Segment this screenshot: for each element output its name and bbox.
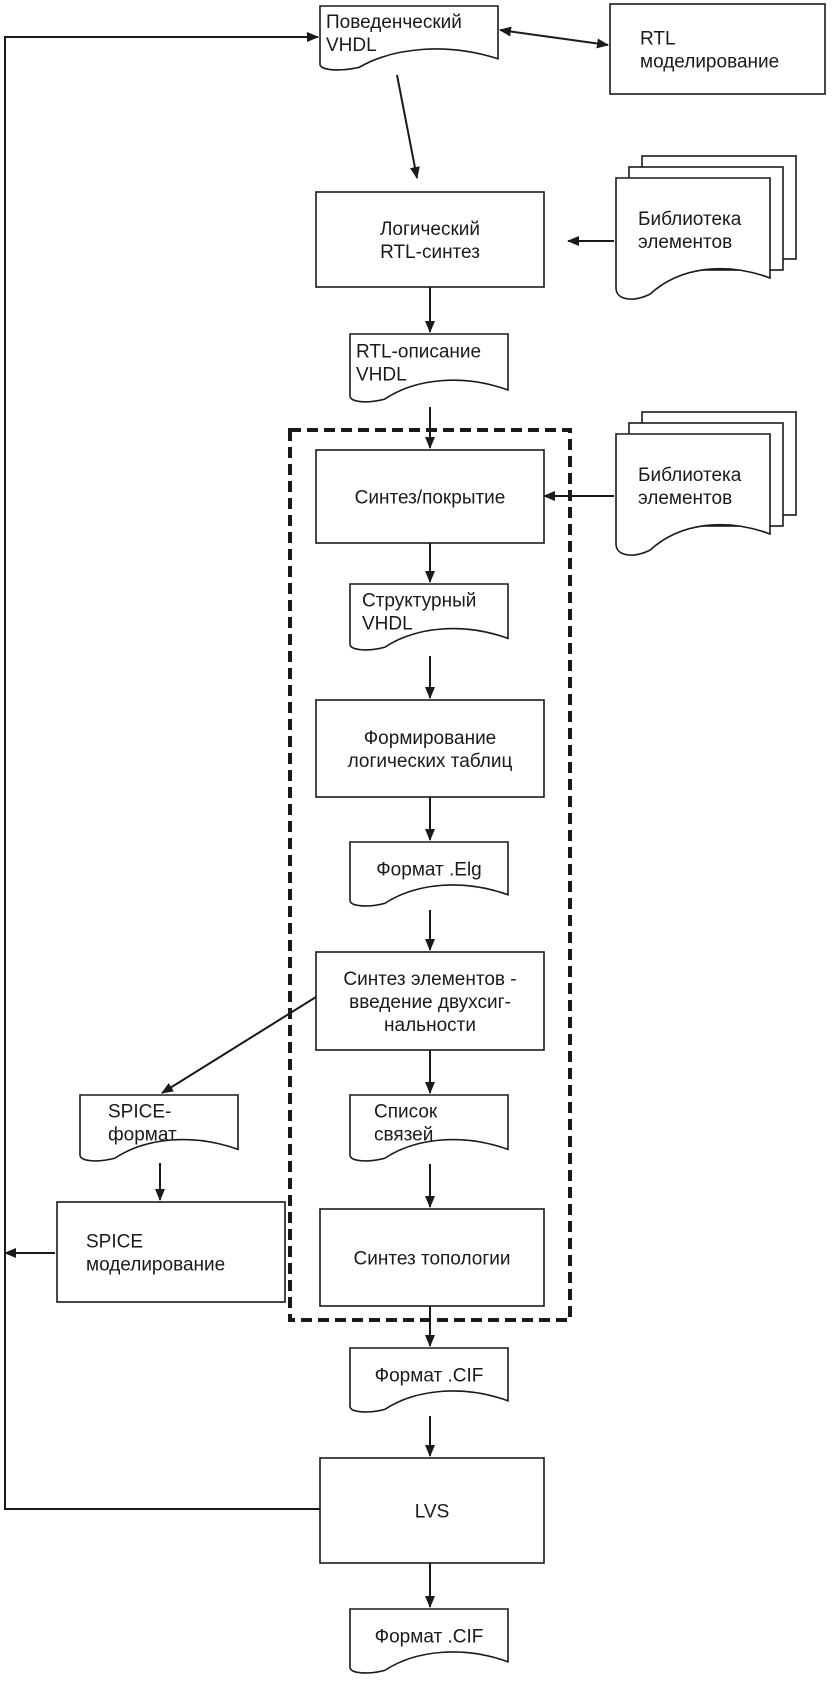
- document-shape: [349, 1347, 509, 1413]
- node-label-line: Поведенческий: [326, 12, 462, 33]
- process-box: [56, 1201, 286, 1303]
- node-label-line: Синтез/покрытие: [355, 488, 506, 509]
- arrow-lvs-feedback-to-behavioral: [4, 32, 320, 1510]
- document-shape: [319, 5, 499, 71]
- node-format-elg: Формат .Elg: [349, 841, 509, 907]
- document-shape: [349, 1608, 509, 1674]
- node-format-cif1: Формат .CIF: [349, 1347, 509, 1413]
- node-label-line: Формат .CIF: [375, 1626, 484, 1647]
- node-label-line: Библиотека: [638, 209, 742, 230]
- node-spice-format: SPICE-формат: [79, 1094, 239, 1162]
- node-topo-synth: Синтез топологии: [319, 1208, 545, 1307]
- node-label-line: Формат .CIF: [375, 1365, 484, 1386]
- document-shape: [349, 1094, 509, 1162]
- node-label-line: VHDL: [326, 35, 377, 56]
- node-label-line: Формат .Elg: [376, 859, 482, 880]
- node-label-line: Формирование: [364, 728, 497, 749]
- node-elem-synth: Синтез элементов -введение двухсиг-нальн…: [315, 951, 545, 1051]
- node-label-line: RTL-описание: [356, 342, 481, 363]
- library-front-sheet: [615, 433, 771, 556]
- node-label-line: моделирование: [86, 1255, 225, 1276]
- library-front-sheet: [615, 177, 771, 300]
- process-box: [319, 1208, 545, 1307]
- document-shape: [349, 841, 509, 907]
- node-label-line: элементов: [638, 232, 732, 253]
- node-label-line: SPICE: [86, 1232, 143, 1253]
- document-shape: [349, 333, 509, 403]
- process-box: [609, 3, 826, 95]
- node-label-line: VHDL: [356, 365, 407, 386]
- node-label-line: формат: [108, 1125, 177, 1146]
- document-shape: [79, 1094, 239, 1162]
- node-label-line: Логический: [380, 219, 480, 240]
- process-box: [315, 191, 545, 288]
- node-label-line: Библиотека: [638, 465, 742, 486]
- node-label-line: элементов: [638, 488, 732, 509]
- node-label-line: Синтез топологии: [354, 1249, 511, 1270]
- node-label-line: связей: [374, 1125, 433, 1146]
- process-box: [315, 699, 545, 798]
- node-label-line: RTL: [640, 29, 676, 50]
- node-label-line: LVS: [415, 1502, 450, 1523]
- node-label-line: моделирование: [640, 52, 779, 73]
- arrow-behavioral-rtl-sim: [499, 26, 609, 49]
- arrow-elem-to-spice-format: [161, 996, 317, 1094]
- node-format-cif2: Формат .CIF: [349, 1608, 509, 1674]
- connectors: [4, 26, 614, 1608]
- node-synth-cover: Синтез/покрытие: [315, 449, 545, 544]
- node-label-line: логических таблиц: [348, 751, 513, 772]
- node-lvs: LVS: [319, 1457, 545, 1564]
- arrow-behavioral-to-logic: [396, 74, 420, 179]
- process-box: [319, 1457, 545, 1564]
- node-label-line: введение двухсиг-: [349, 992, 511, 1013]
- node-label-line: SPICE-: [108, 1102, 171, 1123]
- node-label-line: VHDL: [362, 614, 413, 635]
- node-label-line: RTL-синтез: [380, 242, 480, 263]
- node-label-line: Структурный: [362, 591, 476, 612]
- node-label-line: нальности: [384, 1015, 476, 1036]
- process-box: [315, 449, 545, 544]
- document-shape: [349, 583, 509, 651]
- node-label-line: Список: [374, 1102, 438, 1123]
- process-box: [315, 951, 545, 1051]
- node-label-line: Синтез элементов -: [343, 969, 516, 990]
